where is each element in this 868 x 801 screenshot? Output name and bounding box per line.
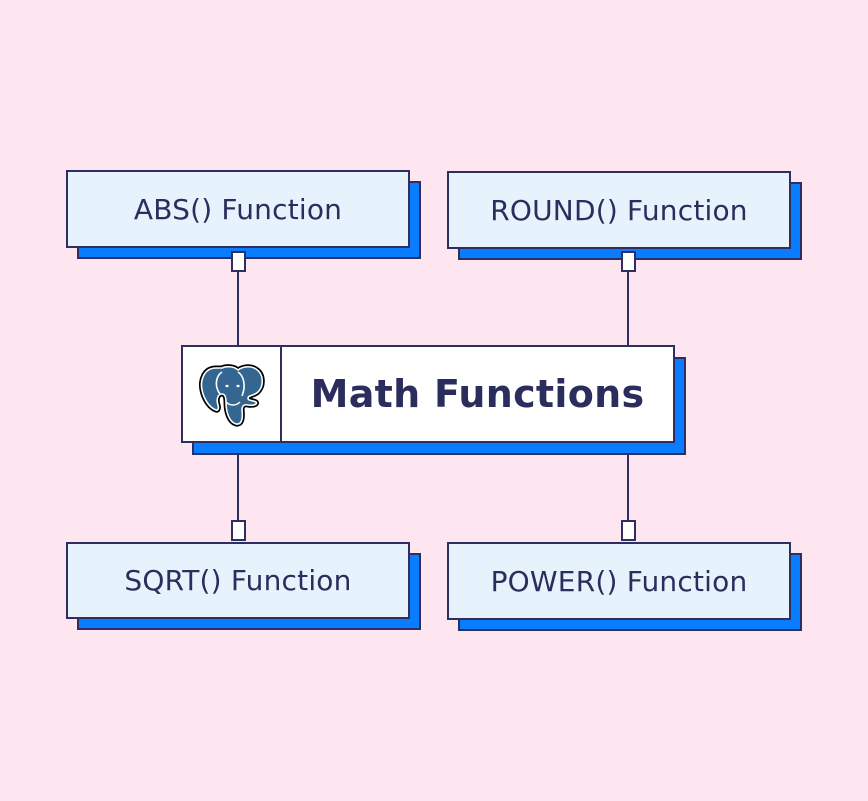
edge-center-sqrt — [237, 443, 239, 521]
abs-connector-port — [231, 251, 246, 272]
abs-function-label: ABS() Function — [133, 192, 343, 226]
power-function-label: POWER() Function — [490, 564, 748, 598]
edge-center-power — [627, 443, 629, 521]
sqrt-function-label: SQRT() Function — [124, 564, 352, 597]
logo-cell — [183, 347, 282, 441]
power-function-node[interactable]: POWER() Function — [447, 542, 791, 620]
edge-abs-center — [237, 262, 239, 346]
abs-function-node[interactable]: ABS() Function — [66, 170, 410, 248]
round-function-label: ROUND() Function — [490, 193, 748, 227]
power-connector-port — [621, 520, 636, 541]
round-function-node[interactable]: ROUND() Function — [447, 171, 791, 249]
math-functions-node[interactable]: Math Functions — [181, 345, 675, 443]
edge-round-center — [627, 262, 629, 346]
diagram-title: Math Functions — [310, 372, 645, 416]
round-connector-port — [621, 251, 636, 272]
sqrt-function-node[interactable]: SQRT() Function — [66, 542, 410, 619]
postgresql-elephant-icon — [198, 364, 265, 427]
sqrt-connector-port — [231, 520, 246, 541]
